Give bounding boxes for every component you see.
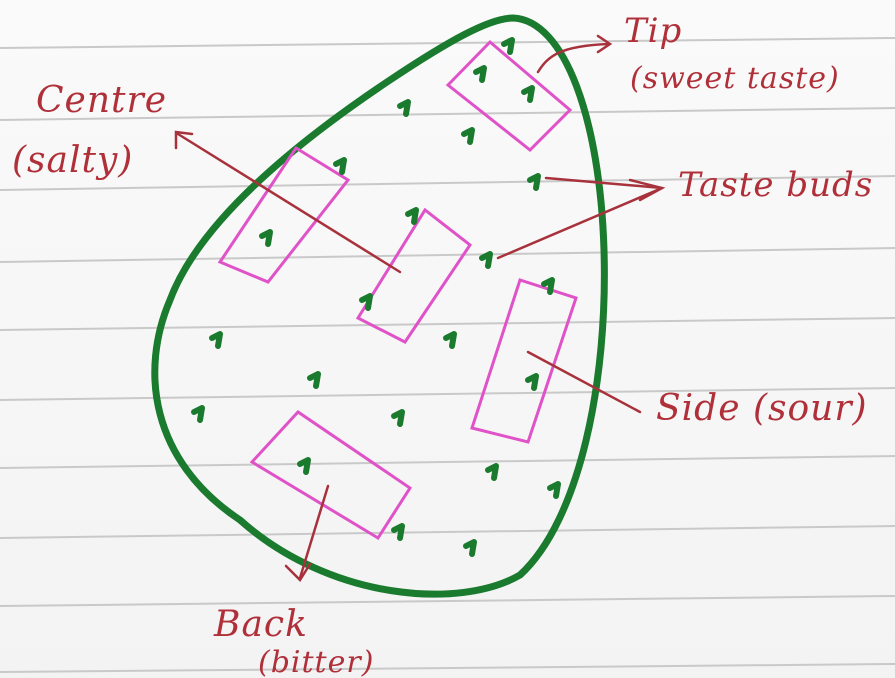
side-label: Side (sour) [656, 388, 868, 429]
taste-bud [408, 210, 416, 222]
centre-left-region-box [220, 148, 348, 282]
taste-bud [394, 412, 402, 424]
taste-buds-label: Taste buds [678, 165, 873, 205]
taste-bud [524, 88, 532, 100]
taste-bud [310, 374, 318, 386]
ruled-line [0, 248, 895, 262]
taste-bud [336, 160, 344, 172]
side-region-box [472, 280, 576, 442]
ruled-line [0, 664, 895, 672]
ruled-lines [0, 38, 895, 672]
side-pointer [528, 352, 640, 412]
taste-bud [466, 542, 474, 554]
labels: Tip (sweet taste) Centre (salty) Taste b… [12, 11, 873, 678]
back-label-line1: Back [213, 604, 308, 645]
taste-bud [194, 408, 202, 420]
centre-label-line2: (salty) [12, 140, 133, 181]
ruled-line [0, 318, 895, 330]
back-region-box [252, 412, 410, 538]
taste-bud [504, 40, 512, 52]
taste-bud [212, 334, 220, 346]
centre-region-box [358, 210, 470, 342]
ruled-line [0, 526, 895, 538]
tip-label-line1: Tip [624, 11, 682, 51]
ruled-line [0, 456, 895, 468]
centre-label-line1: Centre [36, 80, 167, 121]
taste-bud [530, 176, 538, 188]
tip-arrow [538, 44, 608, 72]
back-label-line2: (bitter) [258, 645, 374, 678]
taste-buds-arrowhead [630, 180, 662, 200]
taste-buds-arrow-2 [498, 188, 662, 258]
ruled-line [0, 596, 895, 606]
taste-bud [394, 526, 402, 538]
taste-bud [476, 68, 484, 80]
taste-bud [544, 280, 552, 292]
taste-bud [482, 254, 490, 266]
taste-bud [528, 376, 536, 388]
taste-bud [488, 466, 496, 478]
taste-bud [550, 484, 558, 496]
taste-bud [362, 296, 370, 308]
taste-bud [400, 102, 408, 114]
tongue-outline [155, 18, 605, 594]
taste-bud [446, 334, 454, 346]
taste-bud [464, 130, 472, 142]
taste-bud [262, 232, 270, 244]
taste-bud [300, 460, 308, 472]
tip-label-line2: (sweet taste) [630, 61, 840, 96]
